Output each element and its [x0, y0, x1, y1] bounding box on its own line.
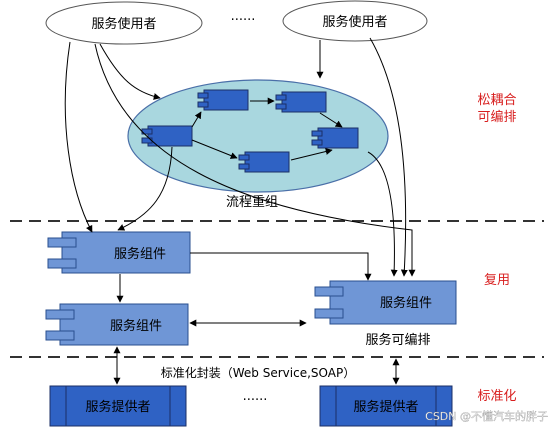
top-ellipsis: ......: [231, 9, 256, 24]
service-component-1-label: 服务组件: [114, 246, 166, 262]
service-component-2: [45, 303, 189, 346]
module-3: [141, 125, 193, 147]
side-label-reuse: 复用: [484, 273, 510, 288]
orchestration-label: 流程重组: [226, 194, 278, 210]
service-user-right: [282, 0, 428, 42]
connector-arrows: [64, 37, 416, 385]
service-provider-right-label: 服务提供者: [353, 399, 418, 415]
service-provider-left: [49, 385, 187, 427]
watermark: CSDN @不懂汽车的胖子: [425, 409, 548, 423]
module-1: [197, 89, 249, 111]
side-label-loose-coupling: 松耦合: [477, 93, 516, 108]
service-user-left-label: 服务使用者: [91, 16, 156, 32]
service-component-3-label: 服务组件: [380, 295, 432, 311]
side-label-orchestrable: 可编排: [477, 110, 516, 125]
service-provider-left-label: 服务提供者: [85, 399, 150, 415]
service-component-3: [314, 280, 457, 325]
provider-ellipsis: ......: [243, 389, 268, 404]
orchestration-arrows: [191, 97, 343, 161]
encapsulation-label: 标准化封装（Web Service,SOAP）: [161, 366, 355, 380]
service-provider-right: [319, 385, 453, 427]
module-4: [311, 127, 359, 149]
service-user-left: [45, 1, 203, 45]
service-component-2-label: 服务组件: [110, 318, 162, 334]
service-component-1: [47, 231, 191, 274]
module-5: [238, 151, 290, 173]
service-user-right-label: 服务使用者: [322, 14, 387, 30]
service-orchestrable-label: 服务可编排: [365, 332, 430, 348]
side-label-standardization: 标准化: [477, 389, 516, 404]
module-2: [275, 91, 327, 113]
